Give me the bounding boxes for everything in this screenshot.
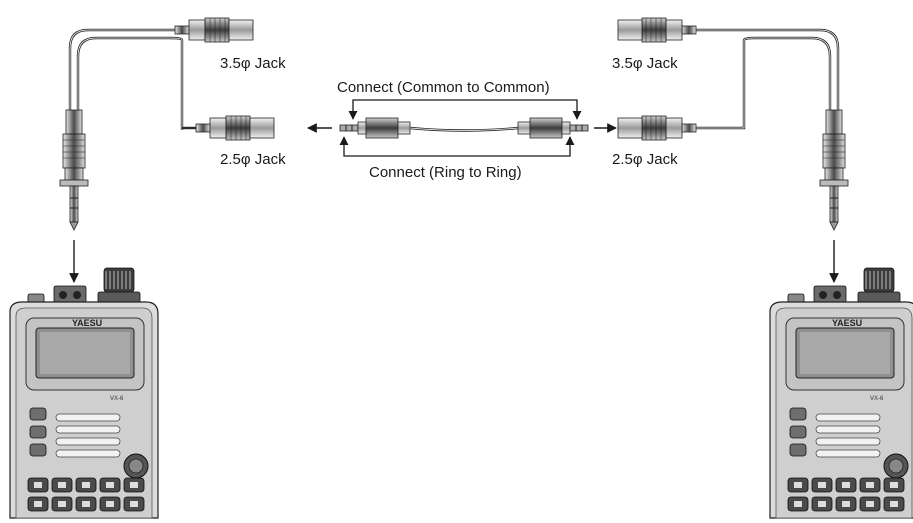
- left-cable-assembly: [59, 17, 275, 283]
- left-3.5-jack-icon: [174, 17, 254, 43]
- left-2.5-jack-icon: [195, 115, 275, 141]
- left-cable-upper: [68, 28, 175, 110]
- right-2.5-jack-icon: [617, 115, 697, 141]
- left-plug-icon: [59, 109, 89, 231]
- patch-left-plug-icon: [339, 117, 411, 139]
- left-2.5-jack-label: 2.5φ Jack: [220, 151, 286, 168]
- common-bracket-arrow: [348, 99, 582, 120]
- right-2.5-jack-label: 2.5φ Jack: [612, 151, 678, 168]
- connect-ring-label: Connect (Ring to Ring): [369, 164, 522, 181]
- left-radio-model: VX-6: [110, 396, 124, 402]
- right-3.5-jack-icon: [617, 17, 697, 43]
- left-radio-icon: YAESU VX-6: [9, 267, 159, 519]
- left-3.5-jack-label: 3.5φ Jack: [220, 55, 286, 72]
- right-plug-icon: [819, 109, 849, 231]
- ring-bracket-arrow: [339, 136, 575, 157]
- left-cable-lower: [76, 36, 184, 130]
- right-radio-model: VX-6: [870, 396, 884, 402]
- connect-common-label: Connect (Common to Common): [337, 79, 550, 96]
- right-radio-brand: YAESU: [832, 318, 862, 328]
- right-cable-assembly: [617, 17, 849, 283]
- patch-right-plug-icon: [517, 117, 589, 139]
- right-3.5-jack-label: 3.5φ Jack: [612, 55, 678, 72]
- right-radio-icon: YAESU VX-6: [769, 267, 913, 519]
- right-cable-lower: [696, 36, 832, 130]
- right-cable-upper: [696, 28, 840, 110]
- patch-cable: [307, 99, 617, 157]
- left-radio-brand: YAESU: [72, 318, 102, 328]
